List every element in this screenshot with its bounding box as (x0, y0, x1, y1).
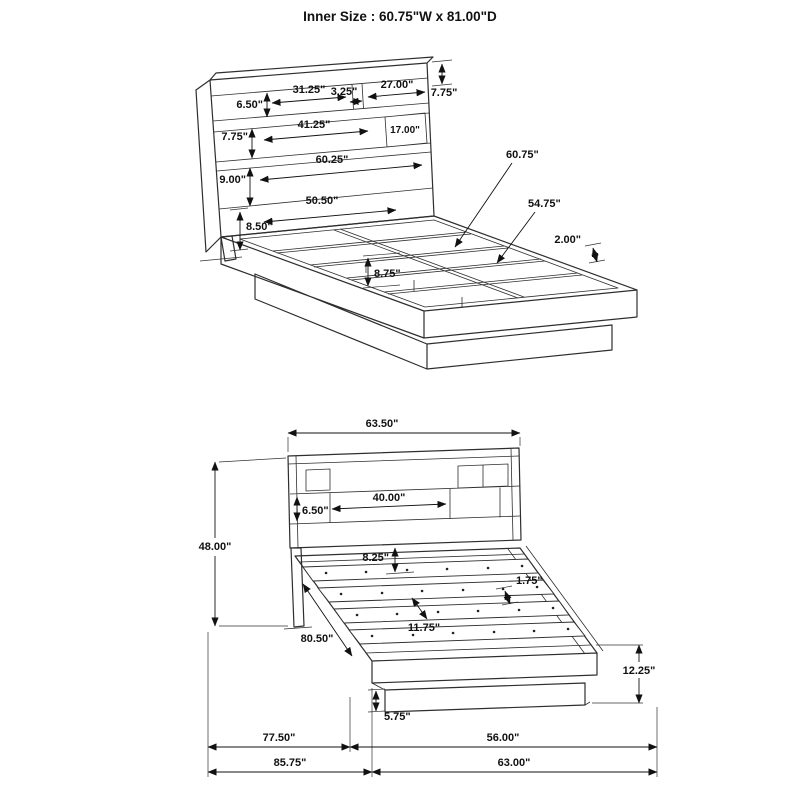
dim-label: 8.75" (374, 268, 401, 280)
headboard-shelf-lines (210, 77, 434, 210)
slat-boards (302, 558, 586, 645)
dim-label: 27.00" (381, 79, 414, 91)
headboard-front (287, 447, 522, 628)
dim-label: 17.00" (390, 125, 420, 136)
dim-arrow-top-divider (349, 97, 363, 106)
screw-dots (324, 564, 570, 638)
dim-label: 1.75" (516, 575, 543, 587)
dim-label: 9.00" (219, 174, 246, 186)
dim-arrow-top-right-shelf (367, 89, 426, 100)
dim-label: 12.25" (623, 665, 656, 677)
dim-label: 56.00" (487, 732, 520, 744)
dim-label: 77.50" (263, 732, 296, 744)
dim-label: 7.75" (221, 131, 248, 143)
dim-label: 85.75" (274, 757, 307, 769)
dim-arrow-lower-shelf-width (259, 162, 423, 183)
page-title: Inner Size : 60.75"W x 81.00"D (303, 9, 497, 24)
dim-arrow-slat-spacing (411, 597, 428, 620)
dim-arrow-mid-shelf-width (263, 128, 369, 143)
dim-arrow-inner-length (302, 583, 353, 657)
dim-label: 80.50" (301, 633, 334, 645)
dim-label: 8.50" (246, 221, 273, 233)
dim-arrow-shelf-opening-width (331, 500, 447, 513)
platform-inner-rails (239, 219, 619, 308)
dim-label: 48.00" (199, 541, 232, 553)
dim-label: 63.50" (366, 418, 399, 430)
dim-arrow-rail-lip (591, 247, 599, 263)
dim-arrow-base-board-width (263, 207, 397, 225)
leader-slat-length (496, 211, 536, 264)
dim-label: 60.25" (316, 154, 349, 166)
dim-label: 2.00" (554, 234, 581, 246)
dim-arrow-top-shelf-width (271, 94, 347, 106)
dim-label: 54.75" (528, 198, 561, 210)
dim-label: 41.25" (298, 119, 331, 131)
dim-label: 40.00" (373, 492, 406, 504)
platform-outline (220, 215, 638, 370)
dim-label: 5.75" (384, 711, 411, 723)
dim-arrow-rail-lip (503, 590, 512, 605)
dim-label: 3.25" (331, 86, 358, 98)
dim-label: 6.50" (302, 505, 329, 517)
side-view: 63.50" 48.00" 6.50" 40.00" 8.25" 1.75" 8… (199, 418, 658, 777)
dim-label: 60.75" (506, 149, 539, 161)
dim-label: 6.50" (236, 99, 263, 111)
dim-label: 8.25" (362, 552, 389, 564)
dim-label: 11.75" (408, 622, 440, 634)
dim-label: 7.75" (431, 87, 458, 99)
perspective-view: 6.50" 31.25" 3.25" 27.00" 7.75" 7.75" 41… (195, 56, 638, 370)
dim-label: 50.50" (306, 195, 339, 207)
leader-inner-width (454, 162, 513, 248)
dim-label: 63.00" (498, 757, 531, 769)
dim-label: 31.25" (293, 84, 326, 96)
headboard-shelf-lines (283, 447, 521, 630)
